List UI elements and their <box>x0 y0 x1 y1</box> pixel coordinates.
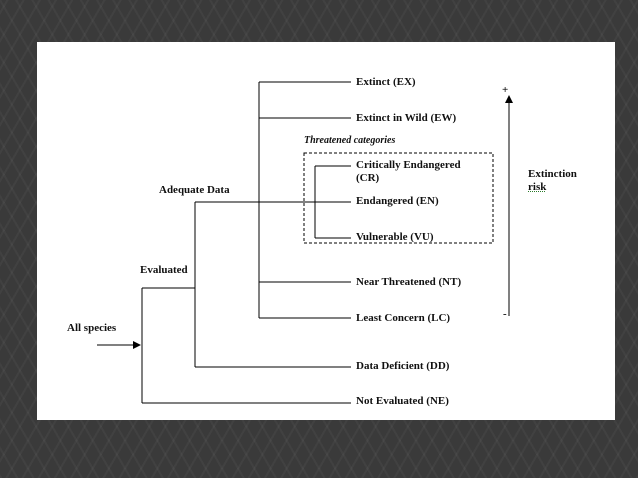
label-vulnerable: Vulnerable (VU) <box>356 231 434 243</box>
label-threatened-categories: Threatened categories <box>304 135 396 146</box>
risk-minus-sign: - <box>503 308 507 320</box>
label-extinction: Extinction <box>528 168 577 180</box>
label-extinct: Extinct (EX) <box>356 76 416 88</box>
label-endangered: Endangered (EN) <box>356 195 439 207</box>
risk-plus-sign: + <box>502 84 509 96</box>
label-not-evaluated: Not Evaluated (NE) <box>356 395 449 407</box>
label-risk: risk <box>528 181 547 193</box>
classification-tree <box>97 81 513 404</box>
label-evaluated: Evaluated <box>140 264 188 276</box>
label-least-concern: Least Concern (LC) <box>356 312 451 324</box>
label-extinct-in-wild: Extinct in Wild (EW) <box>356 112 457 124</box>
label-data-deficient: Data Deficient (DD) <box>356 360 450 372</box>
label-critically-endangered: Critically Endangered (CR) <box>356 159 461 184</box>
threatened-box <box>303 152 494 244</box>
label-adequate-data: Adequate Data <box>159 184 230 196</box>
slide: All species Evaluated Adequate Data Exti… <box>37 42 615 420</box>
label-near-threatened: Near Threatened (NT) <box>356 276 462 288</box>
label-all-species: All species <box>67 322 117 334</box>
